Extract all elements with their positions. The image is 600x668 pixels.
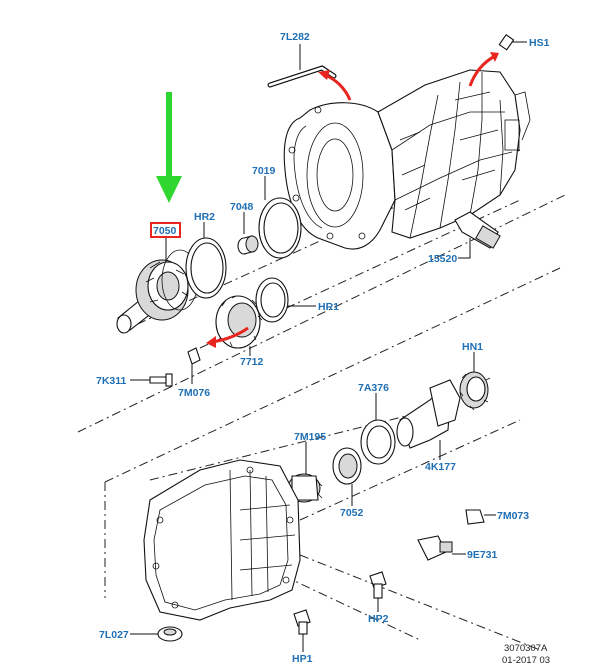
- label-9E731: 9E731: [467, 549, 498, 561]
- label-HR2: HR2: [194, 211, 215, 223]
- label-15520: 15520: [428, 253, 457, 265]
- label-7048: 7048: [230, 201, 254, 213]
- part-4K177-housing: [396, 379, 461, 460]
- part-7050-input-shaft: [116, 249, 199, 334]
- label-7M195: 7M195: [294, 431, 326, 443]
- label-7M073: 7M073: [497, 510, 529, 522]
- transmission-main-case: [283, 69, 531, 250]
- red-pointer-arrows-top: [318, 52, 499, 101]
- label-HN1: HN1: [462, 341, 483, 353]
- part-7M073-clip: [465, 509, 496, 525]
- part-HN1-gear: [459, 352, 491, 411]
- label-7A376: 7A376: [358, 382, 389, 394]
- part-7712-hub: [215, 295, 263, 356]
- label-7712: 7712: [240, 356, 264, 368]
- part-HR2-ring: [185, 222, 227, 299]
- label-4K177: 4K177: [425, 461, 456, 473]
- part-7048-bearing: [237, 212, 259, 255]
- part-HS1-fitting: [498, 34, 527, 51]
- label-7050: 7050: [153, 225, 177, 237]
- part-7052-seal: [332, 447, 362, 506]
- label-7K311: 7K311: [96, 375, 127, 387]
- part-labels: 7L282 HS1 7050 HR2 7048 7019 15520 HR1 7…: [96, 31, 550, 665]
- label-7M076: 7M076: [178, 387, 210, 399]
- red-pointer-arrow-7712: [206, 326, 249, 348]
- part-15520-sensor: [454, 211, 501, 259]
- part-7K311-bolt: [130, 373, 173, 387]
- label-HP1: HP1: [292, 653, 313, 665]
- label-7L027: 7L027: [99, 629, 129, 641]
- label-7019: 7019: [252, 165, 276, 177]
- green-down-arrow: [156, 92, 182, 203]
- label-7L282: 7L282: [280, 31, 310, 43]
- ref-code: 3070307A: [504, 643, 548, 654]
- part-7L027-washer: [130, 626, 183, 642]
- part-9E731-sensor: [417, 535, 466, 561]
- part-HR1-ring: [255, 277, 316, 323]
- label-HS1: HS1: [529, 37, 550, 49]
- label-HR1: HR1: [318, 301, 339, 313]
- label-7052: 7052: [340, 507, 364, 519]
- rear-housing: [143, 459, 301, 621]
- label-HP2: HP2: [368, 613, 389, 625]
- footer-codes: 3070307A 01-2017 03: [502, 643, 550, 666]
- part-7019-ring: [258, 176, 302, 259]
- part-HP2-plug: [369, 571, 387, 612]
- part-7A376-seal: [360, 393, 396, 465]
- part-7L282-rod: [267, 44, 337, 88]
- highlight-box-7050: [150, 222, 181, 238]
- date-code: 01-2017 03: [502, 655, 550, 666]
- part-7M076-clip: [187, 347, 201, 384]
- part-HP1-plug: [293, 609, 311, 652]
